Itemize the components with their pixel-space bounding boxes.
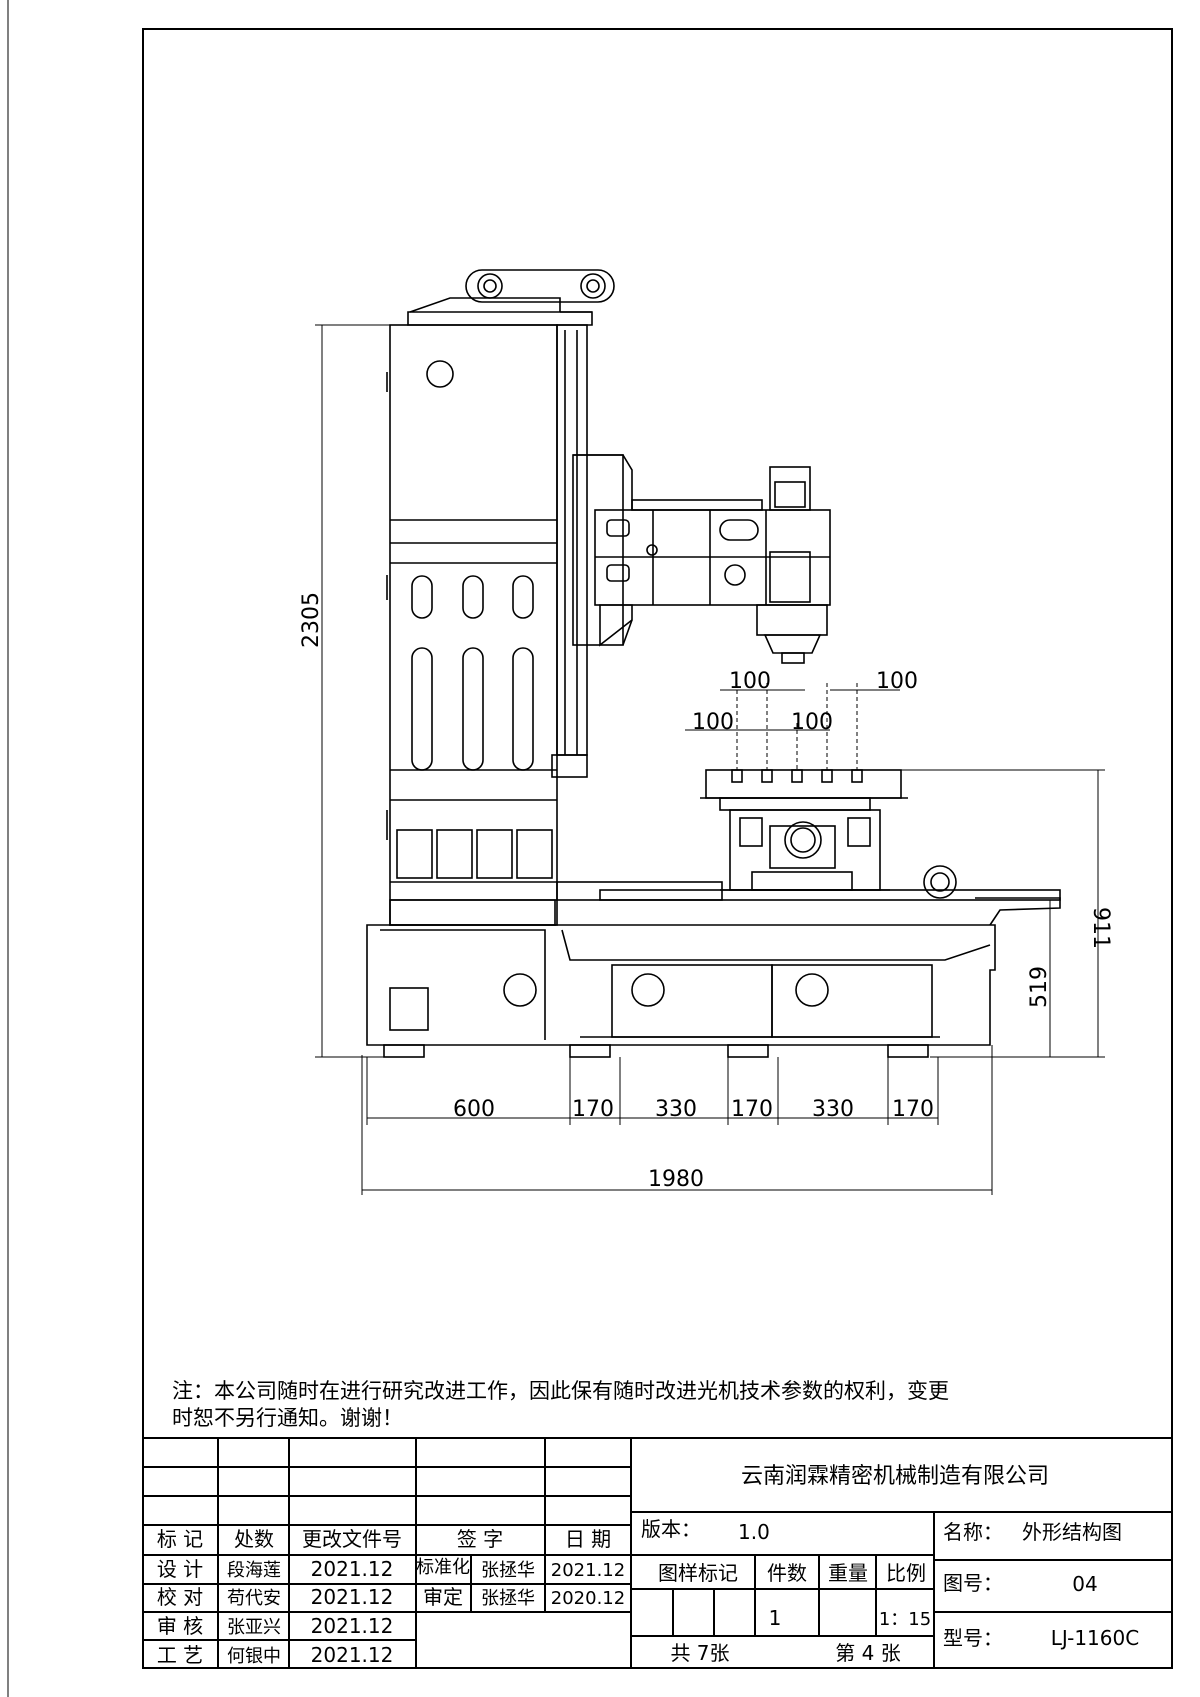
dim-slot-top-right: 100 bbox=[876, 669, 918, 694]
header-sign: 签 字 bbox=[457, 1527, 503, 1551]
name-value: 外形结构图 bbox=[1022, 1520, 1122, 1544]
standardize-label: 标准化 bbox=[416, 1557, 470, 1578]
dim-height-total: 2305 bbox=[299, 592, 324, 648]
row-date: 2021.12 bbox=[311, 1643, 394, 1667]
machine-drawing bbox=[366, 269, 1061, 1058]
row-name: 段海莲 bbox=[227, 1560, 281, 1581]
column bbox=[386, 324, 558, 926]
row-date: 2021.12 bbox=[311, 1557, 394, 1581]
drawing-no-label: 图号： bbox=[943, 1571, 1003, 1595]
col-weight: 重量 bbox=[828, 1561, 868, 1585]
row-role: 审 核 bbox=[157, 1614, 203, 1638]
note-line: 时恕不另行通知。谢谢！ bbox=[172, 1406, 403, 1430]
sheets-total: 共 7张 bbox=[670, 1641, 729, 1665]
drawing-no-value: 04 bbox=[1072, 1572, 1097, 1596]
approve-name: 张拯华 bbox=[481, 1588, 535, 1609]
counterweight-arm bbox=[407, 269, 615, 326]
headstock bbox=[572, 454, 831, 664]
version-label: 版本： bbox=[641, 1517, 701, 1541]
approve-label: 审定 bbox=[423, 1585, 463, 1609]
bed-rails bbox=[556, 881, 1061, 926]
title-block-grid bbox=[143, 1437, 1172, 1668]
dim-base-segment: 330 bbox=[655, 1097, 697, 1122]
row-name: 苟代安 bbox=[227, 1588, 281, 1609]
version-value: 1.0 bbox=[738, 1520, 770, 1544]
dim-base-segment: 170 bbox=[572, 1097, 614, 1122]
header-change-doc: 更改文件号 bbox=[302, 1527, 402, 1551]
dim-table-height: 911 bbox=[1088, 907, 1113, 949]
qty-value: 1 bbox=[769, 1606, 782, 1630]
row-date: 2021.12 bbox=[311, 1585, 394, 1609]
col-drawing-mark: 图样标记 bbox=[658, 1561, 738, 1585]
row-date: 2021.12 bbox=[311, 1614, 394, 1638]
row-role: 校 对 bbox=[157, 1585, 203, 1609]
model-value: LJ-1160C bbox=[1051, 1626, 1139, 1650]
row-name: 何银中 bbox=[227, 1646, 281, 1667]
machine-base bbox=[366, 924, 996, 1058]
column-guideway bbox=[551, 324, 588, 778]
col-qty: 件数 bbox=[767, 1561, 807, 1585]
sheet-number: 第 4 张 bbox=[835, 1641, 900, 1665]
dim-bed-height: 519 bbox=[1027, 966, 1052, 1008]
column-top-hole bbox=[426, 360, 454, 388]
dimension-lines bbox=[315, 324, 1105, 1195]
dim-slot-top-left: 100 bbox=[729, 669, 771, 694]
model-label: 型号： bbox=[943, 1626, 1003, 1650]
scale-value: 1：15 bbox=[879, 1609, 931, 1630]
row-role: 工 艺 bbox=[157, 1643, 203, 1667]
company-name: 云南润霖精密机械制造有限公司 bbox=[741, 1464, 1049, 1489]
revision-note: 注：本公司随时在进行研究改进工作，因此保有随时改进光机技术参数的权利，变更 时恕… bbox=[172, 1378, 1162, 1432]
row-name: 张亚兴 bbox=[227, 1617, 281, 1638]
dim-slot-mid-left: 100 bbox=[692, 710, 734, 735]
dim-slot-mid-right: 100 bbox=[791, 710, 833, 735]
approve-date: 2020.12 bbox=[551, 1588, 625, 1609]
title-block-text: 云南润霖精密机械制造有限公司 标 记 处数 更改文件号 签 字 日 期 设 计 … bbox=[157, 1464, 1139, 1667]
worktable bbox=[700, 769, 957, 899]
dim-base-segment: 170 bbox=[731, 1097, 773, 1122]
dimension-labels: 2305 911 519 100 100 100 100 600 170 330… bbox=[299, 592, 1113, 1192]
col-scale: 比例 bbox=[886, 1561, 926, 1585]
standardize-date: 2021.12 bbox=[551, 1560, 625, 1581]
row-role: 设 计 bbox=[157, 1557, 203, 1581]
header-date: 日 期 bbox=[565, 1527, 611, 1551]
dim-base-segment: 170 bbox=[892, 1097, 934, 1122]
dim-base-segment: 600 bbox=[453, 1097, 495, 1122]
name-label: 名称： bbox=[943, 1520, 1003, 1544]
note-line: 注：本公司随时在进行研究改进工作，因此保有随时改进光机技术参数的权利，变更 bbox=[172, 1379, 949, 1403]
dim-base-segment: 330 bbox=[812, 1097, 854, 1122]
standardize-name: 张拯华 bbox=[481, 1560, 535, 1581]
dim-overall-length: 1980 bbox=[648, 1167, 704, 1192]
sheet-border bbox=[7, 0, 1173, 1697]
header-mark: 标 记 bbox=[157, 1527, 203, 1551]
header-place: 处数 bbox=[234, 1527, 274, 1551]
